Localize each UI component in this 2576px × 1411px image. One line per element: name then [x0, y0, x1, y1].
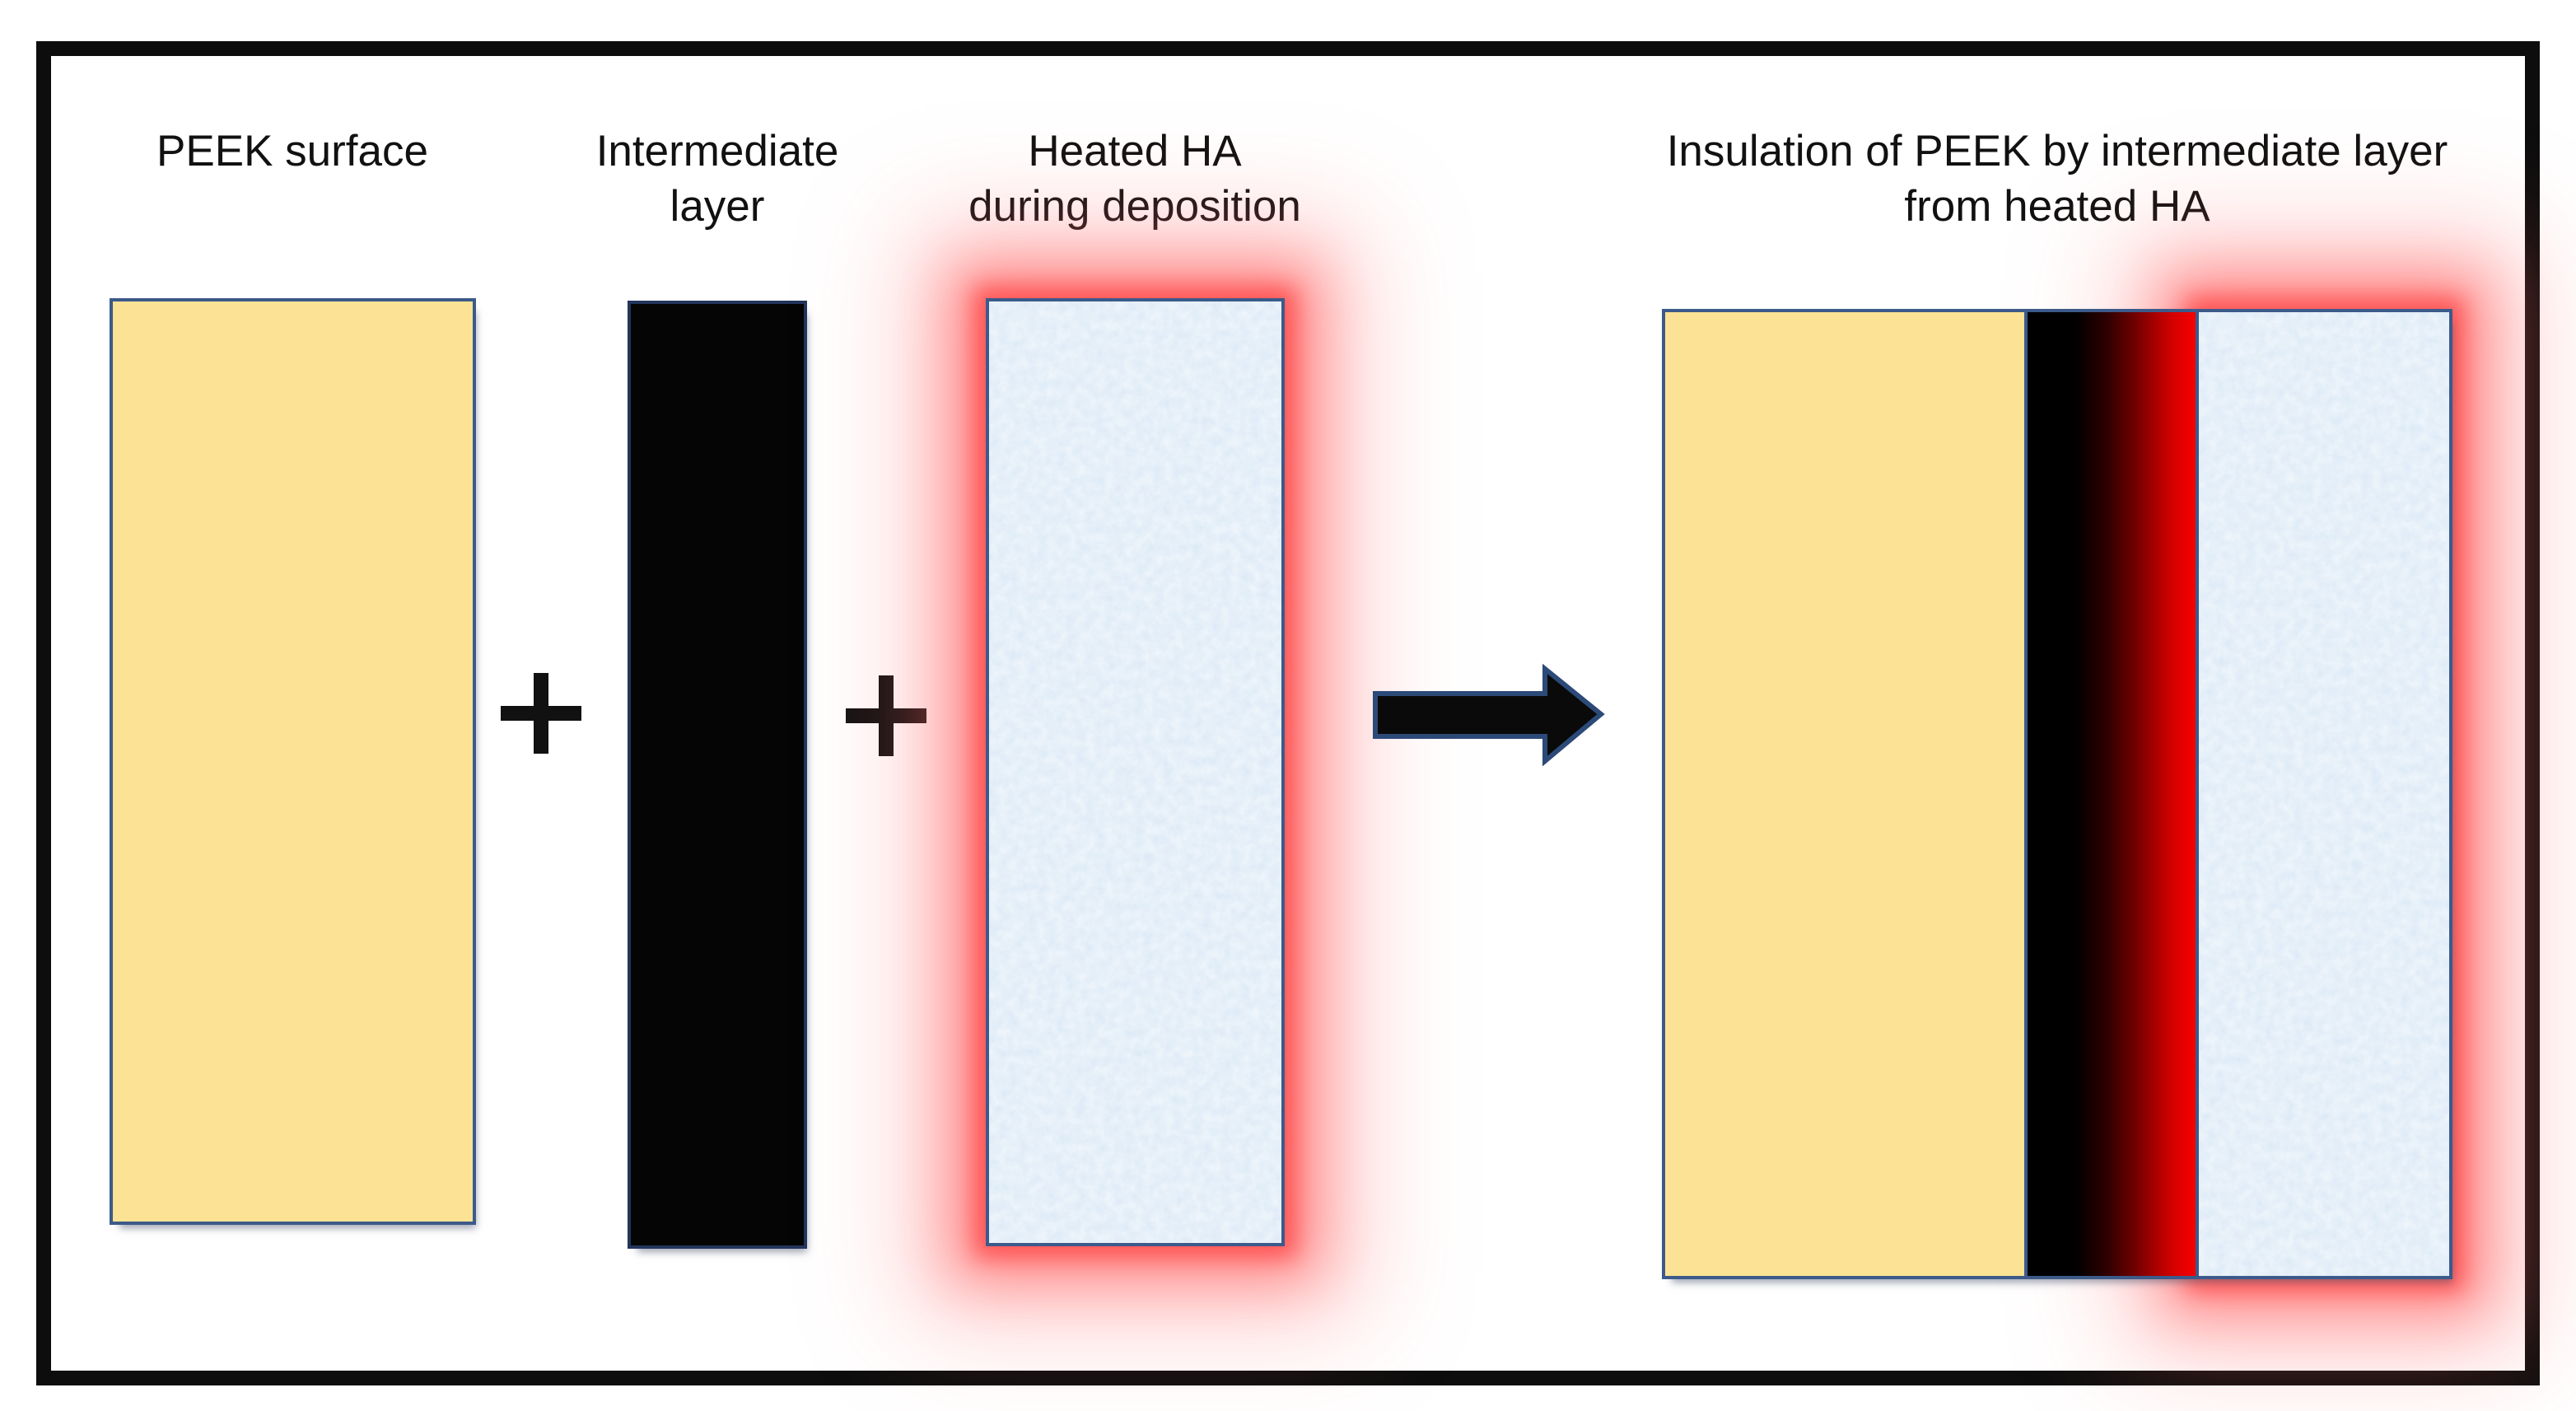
label-heated-ha: Heated HA during deposition — [929, 124, 1341, 234]
intermediate-layer-rect — [628, 301, 807, 1249]
peek-surface-rect — [110, 298, 476, 1225]
insulation-composite — [1662, 309, 2452, 1279]
heated-ha-rect — [986, 298, 1285, 1246]
figure-border-frame — [36, 41, 2540, 1385]
label-intermediate-layer: Intermediate layer — [553, 124, 882, 234]
plus-icon — [501, 673, 581, 754]
arrow-right-icon — [1373, 664, 1605, 766]
label-line: Intermediate — [595, 127, 839, 175]
label-line: from heated HA — [1904, 182, 2210, 231]
ha-texture — [989, 301, 1281, 1243]
label-line: PEEK surface — [156, 127, 428, 175]
label-line: layer — [670, 182, 765, 231]
ha-texture — [2197, 309, 2452, 1279]
composite-ha-layer — [2197, 309, 2452, 1279]
label-line: Insulation of PEEK by intermediate layer — [1666, 127, 2448, 175]
composite-peek-layer — [1662, 309, 2024, 1279]
label-peek-surface: PEEK surface — [86, 124, 498, 179]
label-line: during deposition — [968, 182, 1301, 231]
label-line: Heated HA — [1028, 127, 1242, 175]
label-insulation-result: Insulation of PEEK by intermediate layer… — [1604, 124, 2510, 234]
plus-icon — [846, 675, 926, 756]
composite-heat-gradient-layer — [2024, 309, 2197, 1279]
